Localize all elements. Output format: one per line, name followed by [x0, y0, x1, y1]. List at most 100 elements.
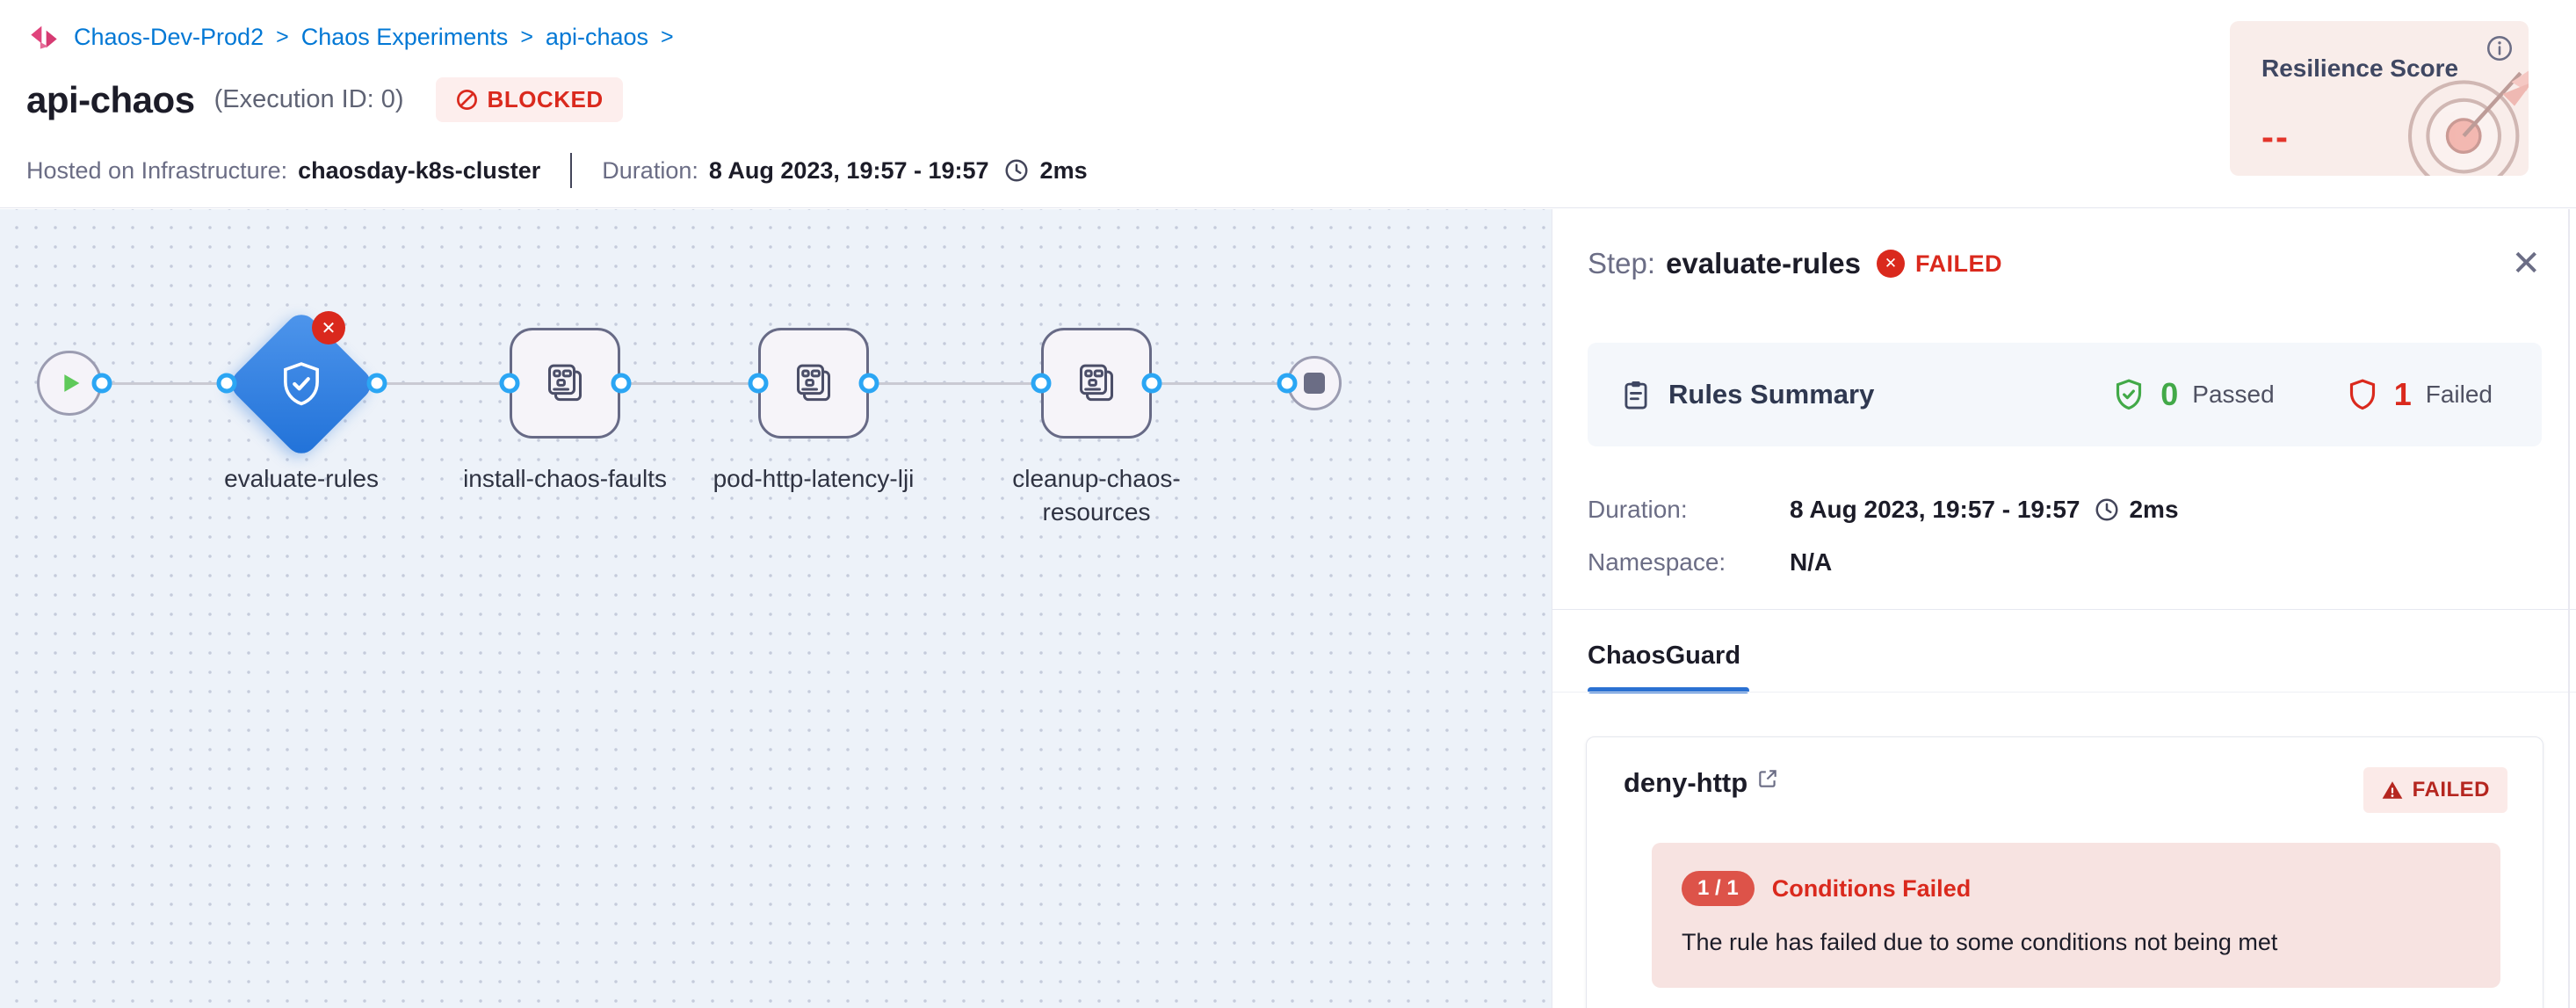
- execution-id: (Execution ID: 0): [213, 85, 404, 113]
- duration-value: 8 Aug 2023, 19:57 - 19:57: [708, 156, 989, 184]
- edge: [102, 382, 227, 385]
- shield-passed-icon: [2111, 377, 2146, 412]
- rule-card-header: deny-http: [1587, 737, 2543, 813]
- tab-chaosguard[interactable]: ChaosGuard: [1588, 642, 1741, 670]
- shield-failed-icon: [2345, 377, 2380, 412]
- connector-port: [858, 373, 879, 394]
- external-link-icon: [1756, 767, 1779, 790]
- breadcrumb-project[interactable]: Chaos-Dev-Prod2: [74, 23, 264, 50]
- page-header: Chaos-Dev-Prod2 > Chaos Experiments > ap…: [0, 0, 2576, 208]
- node-label: pod-http-latency-lji: [713, 465, 915, 492]
- stop-icon: [1304, 373, 1325, 394]
- duration-label: Duration:: [602, 156, 698, 184]
- connector-port: [748, 373, 769, 394]
- clock-icon: [2094, 497, 2120, 523]
- conditions-failed-message: The rule has failed due to some conditio…: [1682, 929, 2278, 955]
- node-label: cleanup-chaos-resources: [1012, 465, 1181, 526]
- divider: [1552, 692, 2576, 693]
- step-status: FAILED: [1915, 250, 2003, 277]
- connector-port: [1031, 373, 1052, 394]
- close-icon[interactable]: ✕: [2511, 244, 2541, 283]
- scrollbar-track[interactable]: [2568, 209, 2570, 1008]
- edge: [621, 382, 758, 385]
- conditions-failed-alert: 1 / 1 Conditions Failed The rule has fai…: [1652, 843, 2500, 988]
- divider: [570, 153, 573, 188]
- rules-summary-title: Rules Summary: [1668, 379, 1875, 410]
- breadcrumb-experiment[interactable]: api-chaos: [545, 23, 648, 50]
- task-step-icon: [540, 359, 590, 408]
- page-title: api-chaos: [26, 78, 195, 120]
- resilience-score-card: Resilience Score --: [2230, 21, 2529, 176]
- infra-label: Hosted on Infrastructure:: [26, 156, 288, 184]
- failed-circle-icon: ✕: [1877, 250, 1906, 278]
- breadcrumb: Chaos-Dev-Prod2 > Chaos Experiments > ap…: [26, 19, 674, 54]
- passed-count: 0: [2160, 376, 2179, 412]
- status-badge-label: BLOCKED: [487, 86, 604, 112]
- rule-card-deny-http: deny-http: [1586, 736, 2543, 1008]
- title-row: api-chaos (Execution ID: 0) BLOCKED: [26, 77, 623, 122]
- node-failed-badge: ✕: [312, 311, 345, 344]
- warning-triangle-icon: [2381, 779, 2404, 801]
- breadcrumb-chaos-experiments[interactable]: Chaos Experiments: [300, 23, 509, 50]
- connector-port: [216, 373, 237, 394]
- rules-summary-counts: 0 Passed 1 Failed: [2111, 376, 2493, 413]
- edge: [869, 382, 1041, 385]
- duration-row: Duration: 8 Aug 2023, 19:57 - 19:57 2ms: [1588, 496, 2179, 524]
- step-header: Step: evaluate-rules ✕ FAILED ✕: [1588, 246, 2541, 281]
- task-step-icon: [789, 359, 838, 408]
- duration-label: Duration:: [1588, 496, 1688, 523]
- play-icon: [54, 368, 84, 398]
- namespace-value: N/A: [1790, 548, 1833, 576]
- connector-port: [1277, 373, 1298, 394]
- rule-status-badge: FAILED: [2363, 767, 2507, 813]
- node-install-chaos-faults[interactable]: [510, 328, 620, 439]
- namespace-row: Namespace: N/A: [1588, 548, 1832, 577]
- connector-port: [611, 373, 632, 394]
- node-cleanup-chaos-resources[interactable]: [1041, 328, 1152, 439]
- breadcrumb-separator: >: [276, 24, 289, 49]
- rule-status-label: FAILED: [2412, 778, 2490, 801]
- node-pod-http-latency-lji[interactable]: [758, 328, 869, 439]
- node-label: install-chaos-faults: [463, 465, 667, 492]
- duration-elapsed: 2ms: [1039, 156, 1088, 184]
- breadcrumb-separator: >: [520, 24, 533, 49]
- namespace-label: Namespace:: [1588, 548, 1726, 576]
- conditions-ratio-pill: 1 / 1: [1682, 871, 1755, 906]
- connector-port: [499, 373, 520, 394]
- clock-icon: [1003, 157, 1030, 184]
- passed-label: Passed: [2192, 381, 2275, 408]
- pipeline-canvas[interactable]: ✕: [0, 209, 1552, 1008]
- task-step-icon: [1072, 359, 1121, 408]
- rules-summary: Rules Summary 0 Passed 1 Failed: [1588, 343, 2542, 446]
- chaos-module-icon: [26, 19, 62, 54]
- failed-count: 1: [2393, 376, 2412, 412]
- duration-value: 8 Aug 2023, 19:57 - 19:57: [1790, 496, 2080, 523]
- info-icon[interactable]: [2485, 33, 2514, 63]
- end-node[interactable]: [1287, 356, 1342, 410]
- blocked-icon: [455, 88, 479, 112]
- node-evaluate-rules[interactable]: [225, 308, 378, 460]
- rule-name-link[interactable]: deny-http: [1624, 767, 1779, 799]
- node-label: evaluate-rules: [224, 465, 379, 492]
- edge: [377, 382, 510, 385]
- tabs: ChaosGuard: [1588, 629, 2576, 693]
- connector-port: [1141, 373, 1162, 394]
- divider: [1552, 609, 2576, 610]
- edge: [1152, 382, 1287, 385]
- status-badge-blocked: BLOCKED: [435, 77, 623, 122]
- resilience-score-title: Resilience Score: [2261, 54, 2459, 82]
- connector-port: [366, 373, 387, 394]
- shield-check-icon: [276, 359, 327, 410]
- execution-meta-row: Hosted on Infrastructure: chaosday-k8s-c…: [26, 153, 1088, 188]
- duration-elapsed: 2ms: [2129, 496, 2179, 523]
- breadcrumb-separator: >: [661, 24, 674, 49]
- active-tab-indicator: [1588, 687, 1749, 693]
- step-name: evaluate-rules: [1666, 247, 1862, 279]
- target-illustration: [2395, 49, 2529, 176]
- infra-value: chaosday-k8s-cluster: [298, 156, 541, 184]
- step-label: Step:: [1588, 247, 1656, 279]
- failed-label: Failed: [2425, 381, 2493, 408]
- resilience-score-value: --: [2261, 116, 2290, 157]
- step-details-panel: Step: evaluate-rules ✕ FAILED ✕ Rules Su…: [1552, 209, 2576, 1008]
- clipboard-icon: [1619, 378, 1653, 411]
